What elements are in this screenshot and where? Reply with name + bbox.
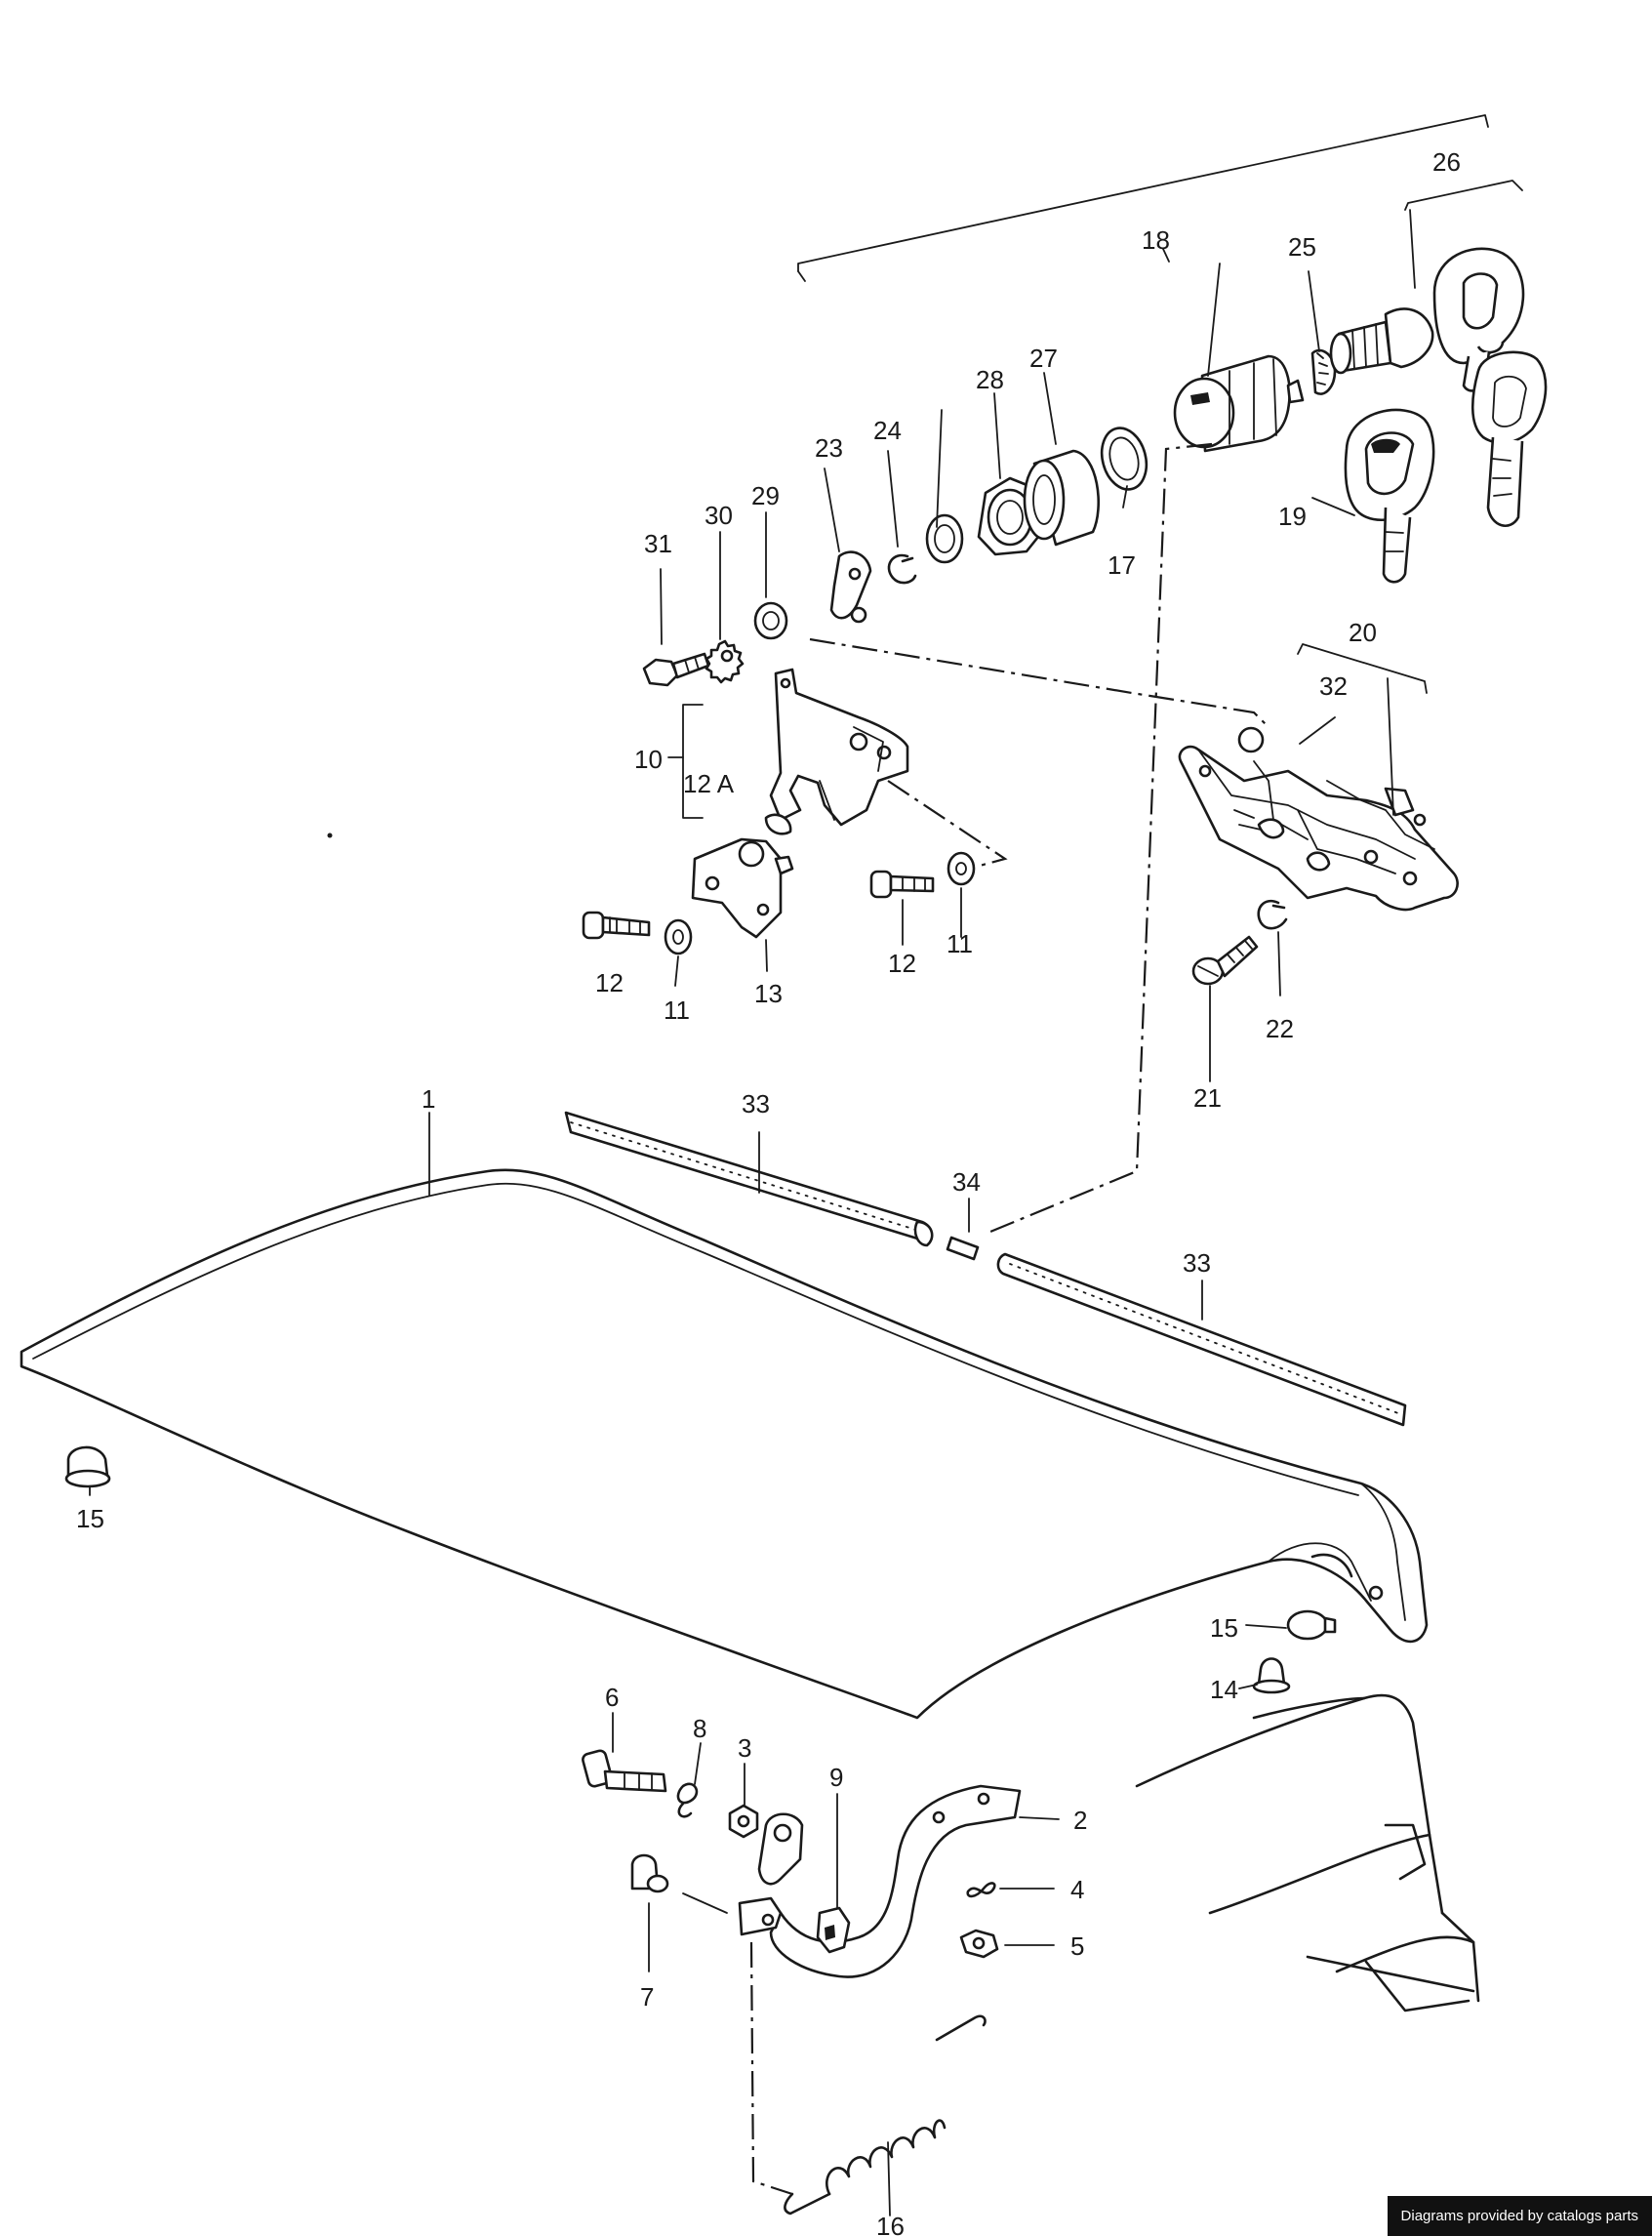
trunk-lid	[20, 1168, 1429, 1720]
bolt-12-left	[582, 911, 651, 940]
circlip-22	[1257, 900, 1288, 930]
latch-part-12A	[764, 813, 792, 835]
key-folded	[1471, 350, 1548, 527]
label-26: 26	[1432, 147, 1461, 177]
leader-lines	[89, 114, 1523, 2216]
label-19: 19	[1278, 502, 1307, 531]
cap-7	[630, 1853, 669, 1893]
label-12A: 12 A	[683, 769, 735, 798]
spring-16	[784, 2014, 987, 2216]
label-12-right: 12	[888, 949, 916, 978]
label-6: 6	[605, 1683, 619, 1712]
link-lock-to-seal	[989, 442, 1213, 1234]
rear-panel	[1135, 1693, 1480, 2012]
washer-11-left	[664, 918, 693, 955]
hinge-spring-link	[749, 1941, 793, 2196]
label-11-left: 11	[664, 996, 690, 1025]
label-12-left: 12	[595, 968, 624, 997]
seal-17	[1100, 427, 1148, 491]
label-22: 22	[1266, 1014, 1294, 1043]
label-31: 31	[644, 529, 672, 558]
label-27: 27	[1029, 344, 1058, 373]
label-32: 32	[1319, 671, 1348, 701]
latch-bracket-10	[769, 668, 909, 827]
label-9: 9	[829, 1763, 843, 1792]
label-14: 14	[1210, 1675, 1238, 1704]
label-8: 8	[693, 1714, 706, 1743]
label-29: 29	[751, 481, 780, 510]
circlip-24	[887, 553, 917, 585]
callout-labels: 18 26 25 27 28 24 23 29 30 31 17 19 20 3…	[76, 147, 1461, 2236]
bolt-31	[642, 652, 710, 687]
label-18: 18	[1142, 225, 1170, 255]
lock-housing	[1173, 354, 1305, 453]
label-1: 1	[422, 1084, 435, 1114]
label-24: 24	[873, 416, 902, 445]
lock-washer-30	[705, 639, 745, 684]
label-7: 7	[640, 1982, 654, 2012]
sleeve-27	[1023, 449, 1100, 547]
lock-mechanism-20	[1178, 726, 1459, 912]
bushing-9	[816, 1906, 851, 1954]
label-17: 17	[1108, 550, 1136, 580]
washer-8	[676, 1782, 699, 1818]
lock-cylinder-26	[1329, 307, 1434, 375]
link-lever-to-mechanism	[809, 637, 1269, 728]
nut-5	[959, 1929, 999, 1959]
link-bracket-plate	[887, 780, 1008, 869]
screw-21	[1191, 935, 1259, 986]
latch-plate-13	[691, 837, 794, 939]
pin	[946, 1236, 980, 1261]
lever-23	[829, 550, 872, 624]
seal-strip-left	[564, 1111, 934, 1247]
label-10: 10	[634, 745, 663, 774]
label-15-right: 15	[1210, 1613, 1238, 1643]
label-3: 3	[738, 1733, 751, 1763]
ring	[925, 513, 964, 564]
buffer-15-right	[1286, 1609, 1337, 1641]
label-23: 23	[815, 433, 843, 463]
speck	[327, 833, 333, 838]
label-33-left: 33	[742, 1089, 770, 1118]
label-21: 21	[1193, 1083, 1222, 1113]
nut-3	[728, 1804, 759, 1839]
label-34: 34	[952, 1167, 981, 1197]
label-4: 4	[1070, 1875, 1084, 1904]
label-25: 25	[1288, 232, 1316, 262]
seal-strip-right	[996, 1252, 1407, 1427]
label-5: 5	[1070, 1931, 1084, 1961]
fastener-4	[966, 1882, 996, 1898]
key-19	[1344, 408, 1435, 584]
label-15-left: 15	[76, 1504, 104, 1533]
label-16: 16	[876, 2212, 905, 2236]
label-28: 28	[976, 365, 1004, 394]
label-13: 13	[754, 979, 783, 1008]
washer-29	[753, 601, 788, 640]
washer-11-right	[947, 851, 976, 886]
label-11-right: 11	[947, 929, 973, 958]
buffer-15-left	[64, 1445, 111, 1488]
label-2: 2	[1073, 1806, 1087, 1835]
credit-banner: Diagrams provided by catalogs parts	[1387, 2196, 1652, 2236]
bolt-6	[582, 1749, 667, 1793]
label-30: 30	[705, 501, 733, 530]
bolt-12-right	[869, 870, 935, 899]
buffer-14	[1252, 1657, 1291, 1694]
label-20: 20	[1349, 618, 1377, 647]
label-33-right: 33	[1183, 1248, 1211, 1278]
hinge	[738, 1784, 1022, 1978]
